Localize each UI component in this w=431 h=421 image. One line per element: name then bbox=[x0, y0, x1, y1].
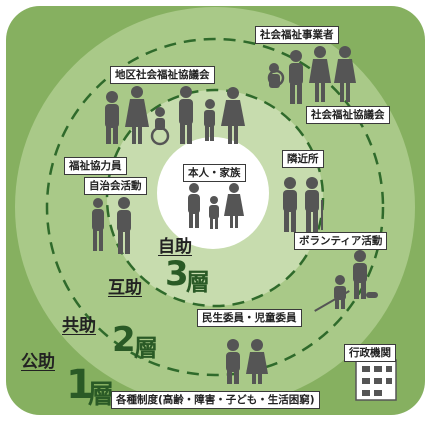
layer-2-unit: 層 bbox=[134, 334, 158, 362]
district-council-figures bbox=[105, 86, 245, 146]
social-welfare-council-label: 社会福祉協議会 bbox=[306, 106, 390, 124]
inner-dashed-ring bbox=[105, 88, 325, 308]
neighbors-label: 隣近所 bbox=[282, 150, 324, 168]
commissioner-figures bbox=[226, 339, 268, 384]
layer-2-number: 2 bbox=[112, 320, 136, 360]
volunteer-figures bbox=[314, 250, 378, 312]
volunteer-label: ボランティア活動 bbox=[294, 232, 388, 250]
systems-label: 各種制度(高齢・障害・子ども・生活困窮) bbox=[111, 391, 320, 409]
district-council-label: 地区社会福祉協議会 bbox=[110, 66, 215, 84]
government-label: 行政機関 bbox=[344, 344, 396, 362]
layer-1-number: 1 bbox=[66, 362, 94, 408]
public-help-title: 公助 bbox=[21, 352, 55, 372]
commissioners-label: 民生委員・児童委員 bbox=[197, 309, 302, 327]
welfare-provider-figures bbox=[267, 46, 356, 104]
family-figures bbox=[188, 183, 244, 229]
neighborhood-figures bbox=[92, 197, 131, 254]
layer-3-number: 3 bbox=[165, 254, 189, 294]
self-family-label: 本人・家族 bbox=[183, 164, 246, 182]
government-building-icon bbox=[355, 359, 397, 401]
neighbor-figures bbox=[283, 177, 323, 232]
welfare-providers-label: 社会福祉事業者 bbox=[255, 26, 339, 44]
co-help-title: 共助 bbox=[62, 316, 96, 336]
mutual-help-title: 互助 bbox=[108, 278, 142, 298]
welfare-cooperator-label: 福祉協力員 bbox=[64, 157, 127, 175]
layer-3-unit: 層 bbox=[186, 268, 210, 296]
middle-dashed-ring bbox=[45, 37, 385, 377]
self-help-title: 自助 bbox=[158, 237, 192, 257]
layer-1-unit: 層 bbox=[88, 380, 115, 410]
neighborhood-association-label: 自治会活動 bbox=[84, 177, 147, 195]
